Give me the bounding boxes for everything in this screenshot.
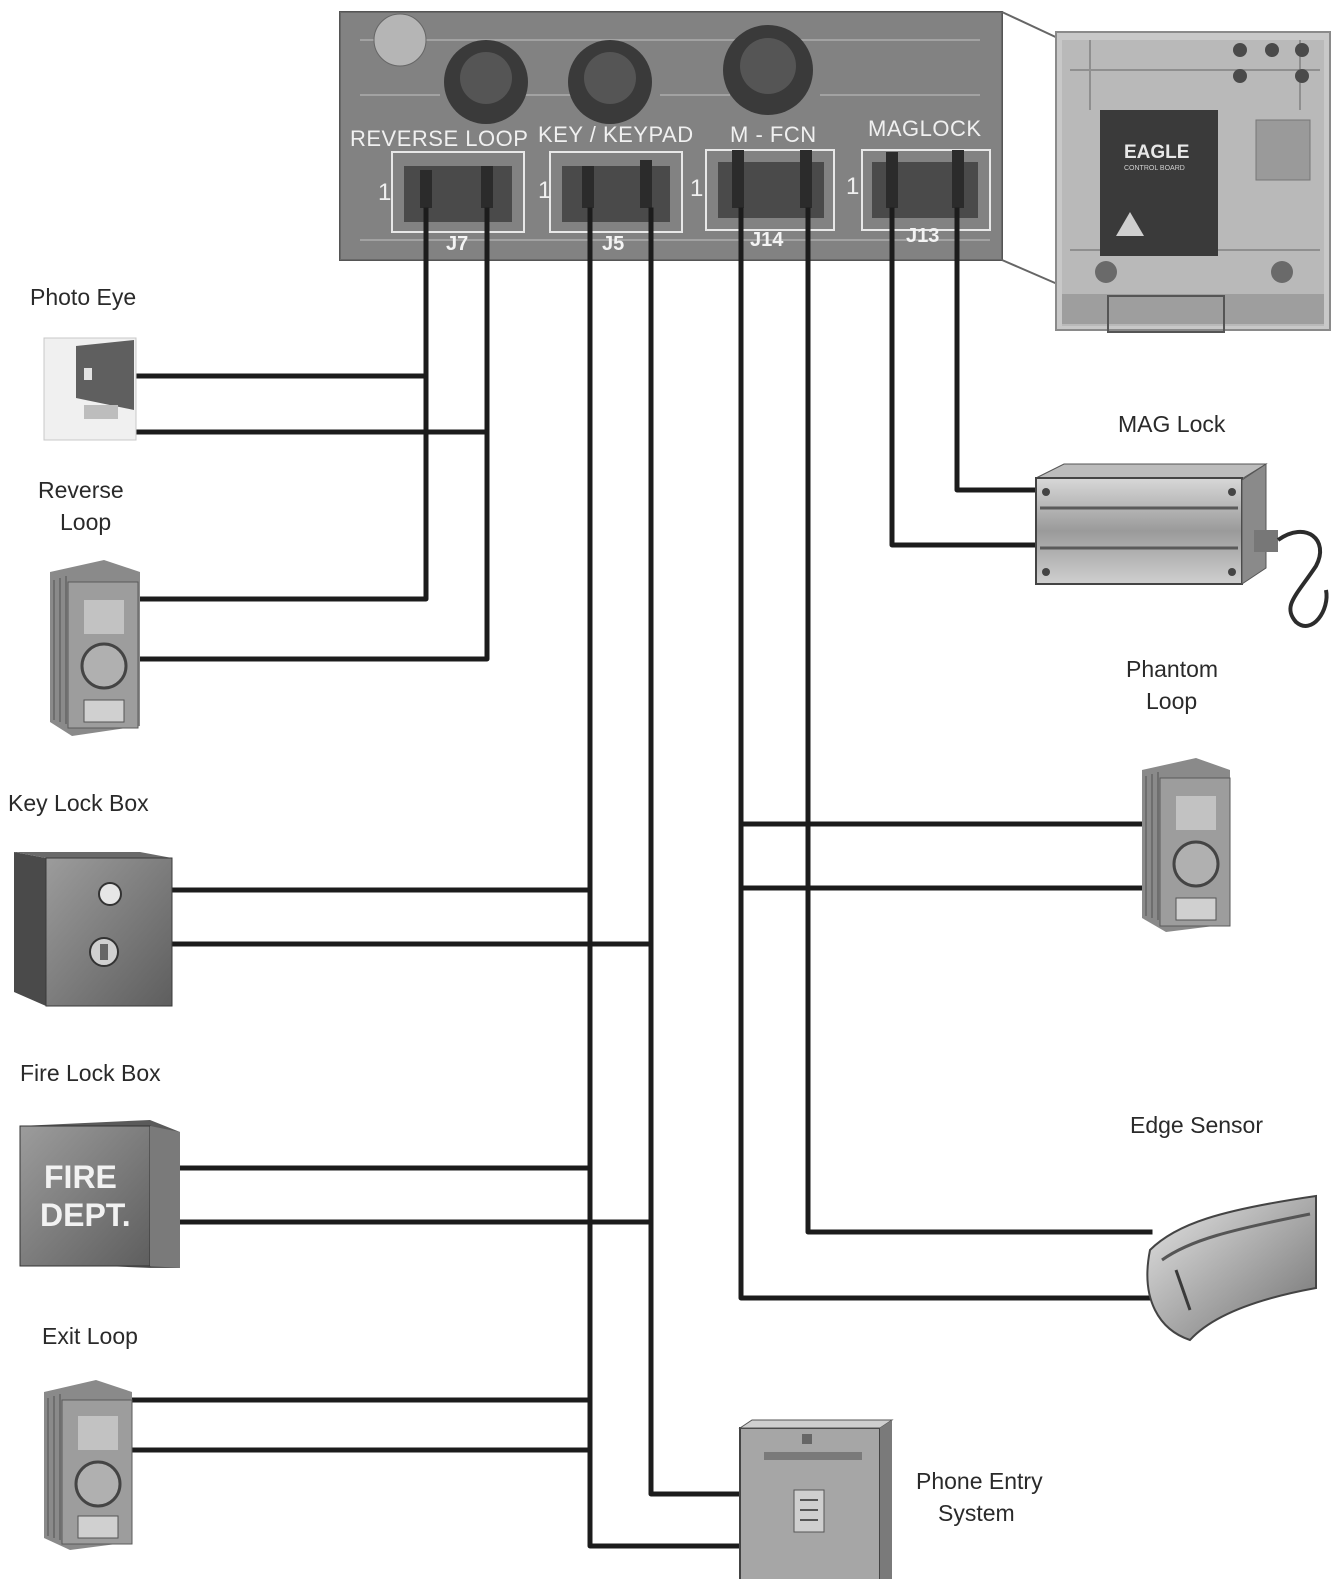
eagle-brand-text: EAGLE bbox=[1124, 142, 1189, 163]
label-edge-sensor: Edge Sensor bbox=[1130, 1112, 1263, 1138]
board-mount-hole bbox=[373, 13, 427, 67]
label-mag-lock: MAG Lock bbox=[1118, 411, 1226, 437]
label-photo-eye: Photo Eye bbox=[30, 284, 136, 310]
wire-j13-pin1 bbox=[889, 207, 1039, 548]
label-reverse-loop-line1: Reverse bbox=[38, 477, 124, 503]
connector-label-j14: J14 bbox=[750, 229, 784, 251]
label-key-lock-box: Key Lock Box bbox=[8, 790, 149, 816]
wire-j13-pin2 bbox=[954, 207, 1039, 493]
fire-box-text-line2: DEPT. bbox=[40, 1197, 131, 1233]
potentiometer-knob bbox=[444, 25, 813, 124]
connector-j13 bbox=[861, 149, 991, 231]
board-header-m-fcn: M - FCN bbox=[730, 122, 817, 147]
connector-label-j7: J7 bbox=[446, 233, 468, 255]
wire-j7-pin1 bbox=[133, 207, 429, 602]
photo-eye-image bbox=[43, 337, 137, 441]
wire-j5-pin2 bbox=[648, 207, 743, 1497]
edge-sensor-image bbox=[1146, 1194, 1317, 1342]
key-lock-box-image bbox=[14, 852, 173, 1007]
board-header-reverse-loop: REVERSE LOOP bbox=[350, 126, 528, 151]
label-phantom-loop-line1: Phantom bbox=[1126, 656, 1218, 682]
pin-1-mark: 1 bbox=[378, 179, 391, 206]
connector-j7 bbox=[391, 151, 525, 233]
control-board-closeup: REVERSE LOOP KEY / KEYPAD M - FCN MAGLOC… bbox=[339, 11, 1003, 261]
label-phone-entry-line2: System bbox=[938, 1500, 1015, 1526]
label-fire-lock-box: Fire Lock Box bbox=[20, 1060, 161, 1086]
connector-label-j5: J5 bbox=[602, 233, 624, 255]
full-control-board-inset: EAGLE CONTROL BOARD bbox=[1055, 31, 1331, 333]
label-exit-loop: Exit Loop bbox=[42, 1323, 138, 1349]
connector-j5 bbox=[549, 151, 683, 233]
phantom-loop-detector-image bbox=[1142, 758, 1231, 932]
exit-loop-detector-image bbox=[44, 1380, 133, 1550]
reverse-loop-detector-image bbox=[50, 560, 140, 736]
pin-1-mark: 1 bbox=[690, 175, 703, 202]
label-phantom-loop-line2: Loop bbox=[1146, 688, 1197, 714]
phone-entry-system-image bbox=[738, 1419, 894, 1579]
eagle-logo-panel: EAGLE CONTROL BOARD bbox=[1100, 110, 1218, 256]
board-header-maglock: MAGLOCK bbox=[868, 116, 982, 141]
fire-box-text-line1: FIRE bbox=[44, 1159, 117, 1195]
label-reverse-loop-line2: Loop bbox=[60, 509, 111, 535]
wire-j14-pin1 bbox=[738, 207, 1153, 1301]
label-phone-entry-line1: Phone Entry bbox=[916, 1468, 1043, 1494]
wire-j14-pin2 bbox=[805, 207, 1153, 1235]
connector-j14 bbox=[705, 149, 835, 231]
connector-label-j13: J13 bbox=[906, 225, 939, 247]
wire-j5-pin1 bbox=[587, 207, 743, 1549]
mag-lock-image bbox=[1035, 463, 1329, 628]
zoom-callout-lines bbox=[1001, 11, 1063, 287]
board-header-key-keypad: KEY / KEYPAD bbox=[538, 122, 694, 147]
fire-lock-box-image: FIRE DEPT. bbox=[19, 1120, 180, 1268]
wiring bbox=[127, 207, 1153, 1549]
pin-1-mark: 1 bbox=[846, 173, 859, 200]
pin-1-mark: 1 bbox=[538, 177, 551, 204]
eagle-subtitle-text: CONTROL BOARD bbox=[1124, 165, 1185, 172]
wire-j7-pin2 bbox=[133, 207, 490, 662]
